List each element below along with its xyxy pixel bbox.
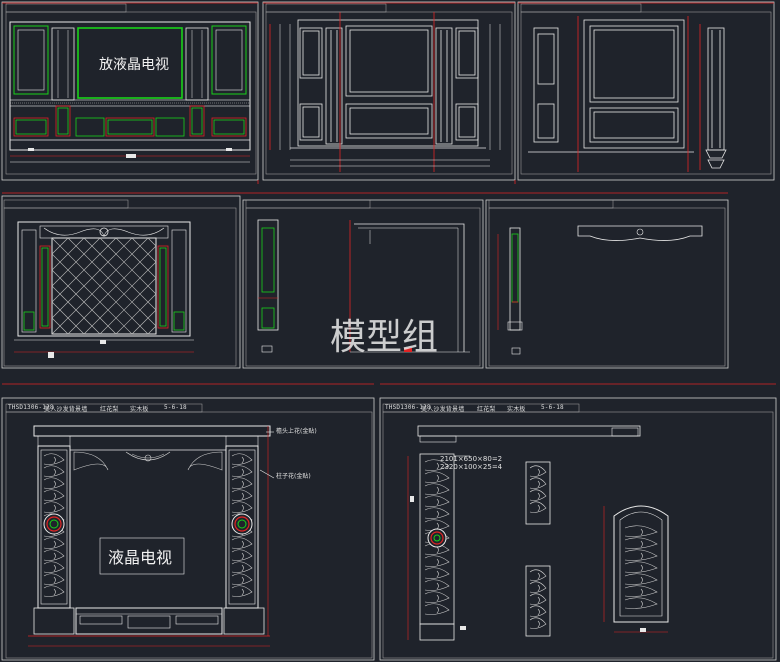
title-bar-field: 美人沙发背景墙 <box>44 406 88 413</box>
door-frame-detail <box>257 219 470 353</box>
title-bar-field: 红花梨 <box>477 406 496 413</box>
cornice-and-column-detail <box>497 225 703 355</box>
title-bar-field: 实木板 <box>507 406 526 413</box>
sheet-frame-1 <box>1 1 259 181</box>
title-bar-field: 美人沙发背景墙 <box>421 406 465 413</box>
title-bar-field: 实木板 <box>130 406 149 413</box>
sheet-frame-6 <box>485 199 729 369</box>
sheet-frame-4 <box>1 195 241 369</box>
dimension-row-2: 2320×100×25=4 <box>440 463 503 471</box>
tv-label-bottom: 液晶电视 <box>108 548 173 567</box>
title-bar-field: THSD1306-128 <box>385 404 431 411</box>
callout-cornice-carving: 檐头上花(金贴) <box>276 428 317 435</box>
carved-tv-wall-elevation <box>28 425 275 647</box>
tv-label-top: 放液晶电视 <box>99 57 169 73</box>
watermark-text: 模型组 <box>330 317 439 358</box>
sheet-frame-7 <box>1 397 375 661</box>
tv-wall-elevation-2 <box>290 19 486 149</box>
title-bar-bottom-left: THSD1306-128 美人沙发背景墙 红花梨 实木板 5-6-18 <box>8 404 208 413</box>
title-bar-field: 5-6-18 <box>541 404 564 411</box>
diamond-panel-wall <box>14 221 194 358</box>
sheet-frame-2 <box>262 1 516 181</box>
title-bar-field: THSD1306-128 <box>8 404 54 411</box>
title-bar-field: 5-6-18 <box>164 404 187 411</box>
sheet-frame-3 <box>517 1 775 181</box>
tv-wall-elevation-1 <box>9 21 251 163</box>
callout-column-carving: 柱子花(金贴) <box>276 473 311 480</box>
dimension-row-1: 2101×650×80=2 <box>440 455 503 463</box>
title-bar-bottom-right: THSD1306-128 美人沙发背景墙 红花梨 实木板 5-6-18 <box>385 404 585 413</box>
sheet-frame-8 <box>379 397 777 661</box>
tv-wall-elevation-3 <box>528 19 727 169</box>
title-bar-field: 红花梨 <box>100 406 119 413</box>
carved-column-details <box>407 425 669 641</box>
